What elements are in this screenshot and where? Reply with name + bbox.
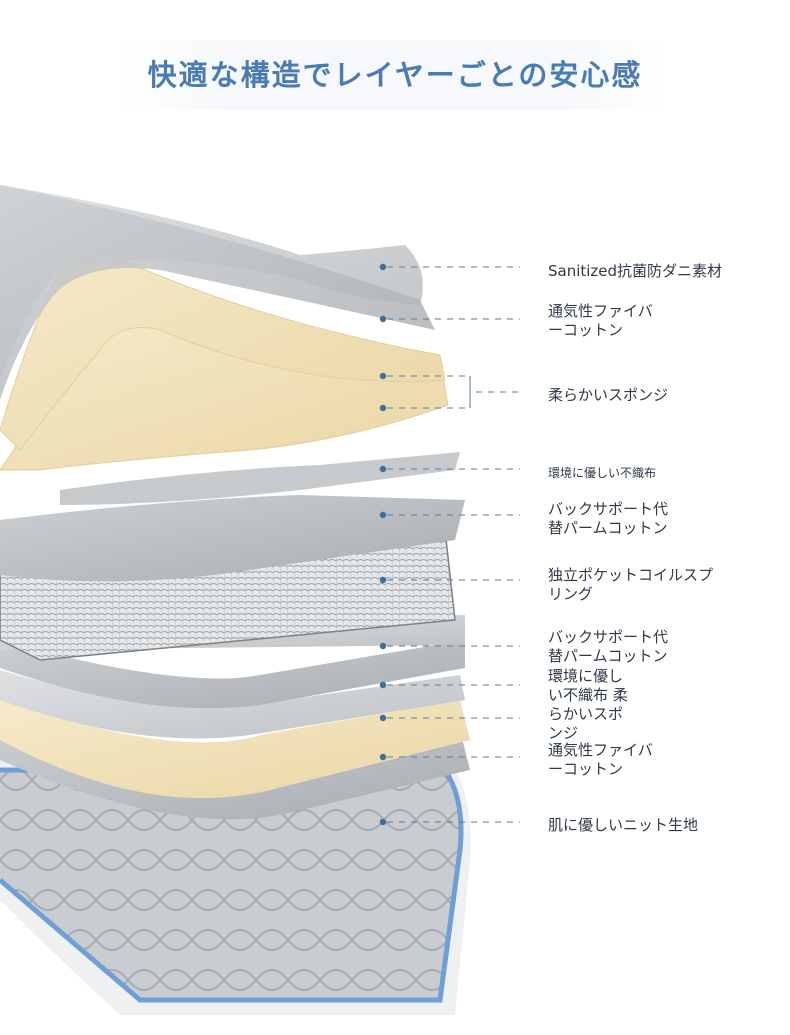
marker-dot	[379, 404, 387, 412]
layer-label-line: ンジ	[548, 724, 579, 742]
layer-label-9: 通気性ファイバーコットン	[548, 741, 653, 779]
layer-label-line: 柔らかいスポンジ	[548, 386, 669, 404]
layer-label-line: い不織布 柔	[548, 686, 628, 704]
marker-dot	[379, 681, 387, 689]
layer-label-line: 替パームコットン	[548, 519, 668, 537]
layer-label-line: リング	[548, 585, 594, 603]
marker-dot	[379, 576, 387, 584]
leader-6	[379, 576, 520, 584]
upper-nonwoven-layer	[60, 452, 460, 505]
leader-8	[379, 681, 520, 722]
layer-label-line: 肌に優しいニット生地	[548, 816, 699, 834]
leader-7	[379, 642, 520, 650]
marker-dot	[379, 818, 387, 826]
layer-label-2: 通気性ファイバーコットン	[548, 302, 653, 340]
leader-1	[379, 263, 520, 271]
leader-3	[379, 372, 520, 412]
layer-label-line: 独立ポケットコイルスプ	[548, 566, 714, 584]
marker-dot	[379, 315, 387, 323]
lower-fiber-layer	[0, 715, 470, 820]
leader-4	[379, 465, 520, 473]
page-title: 快適な構造でレイヤーごとの安心感	[147, 58, 643, 92]
marker-dot	[379, 714, 387, 722]
layer-label-line: 環境に優し	[548, 667, 624, 685]
layer-label-line: ーコットン	[548, 321, 624, 339]
marker-dot	[379, 263, 387, 271]
layer-label-line: 通気性ファイバ	[548, 302, 653, 320]
marker-dot	[379, 511, 387, 519]
knit-fabric-top	[0, 770, 461, 1000]
leader-10	[379, 818, 520, 826]
fiber-sheet	[0, 185, 435, 400]
layer-label-4: 環境に優しい不織布	[548, 464, 656, 483]
leader-9	[379, 753, 520, 761]
layer-label-line: ーコットン	[548, 760, 624, 778]
lower-support-layer	[0, 640, 465, 709]
layer-label-line: らかいスポ	[548, 705, 624, 723]
layer-label-1: Sanitized抗菌防ダニ素材	[548, 262, 722, 281]
layer-label-line: バックサポート代	[548, 628, 669, 646]
fabric-trim	[0, 767, 464, 1003]
layer-label-3: 柔らかいスポンジ	[548, 386, 668, 405]
leader-2	[379, 315, 520, 323]
leader-5	[379, 511, 520, 519]
layer-label-8: 環境に優しい不織布 柔らかいスポンジ	[548, 667, 628, 743]
lower-nonwoven-layer	[0, 670, 465, 739]
layer-label-5: バックサポート代替パームコットン	[548, 500, 668, 538]
layer-label-10: 肌に優しいニット生地	[548, 816, 698, 835]
layer-label-line: Sanitized抗菌防ダニ素材	[548, 262, 723, 280]
layer-label-6: 独立ポケットコイルスプリング	[548, 566, 713, 604]
marker-dot	[379, 642, 387, 650]
layer-label-line: 替パームコットン	[548, 647, 668, 665]
layer-label-line: バックサポート代	[548, 500, 669, 518]
lower-foam-layer	[0, 700, 470, 799]
layer-label-line: 環境に優しい不織布	[548, 466, 657, 480]
marker-dot	[379, 372, 387, 380]
marker-dot	[379, 465, 387, 473]
marker-dot	[379, 753, 387, 761]
title-background	[120, 40, 670, 110]
upper-support-layer	[0, 495, 465, 582]
layer-label-line: 通気性ファイバ	[548, 741, 653, 759]
leader-lines	[379, 263, 520, 826]
layer-label-7: バックサポート代替パームコットン	[548, 628, 668, 666]
